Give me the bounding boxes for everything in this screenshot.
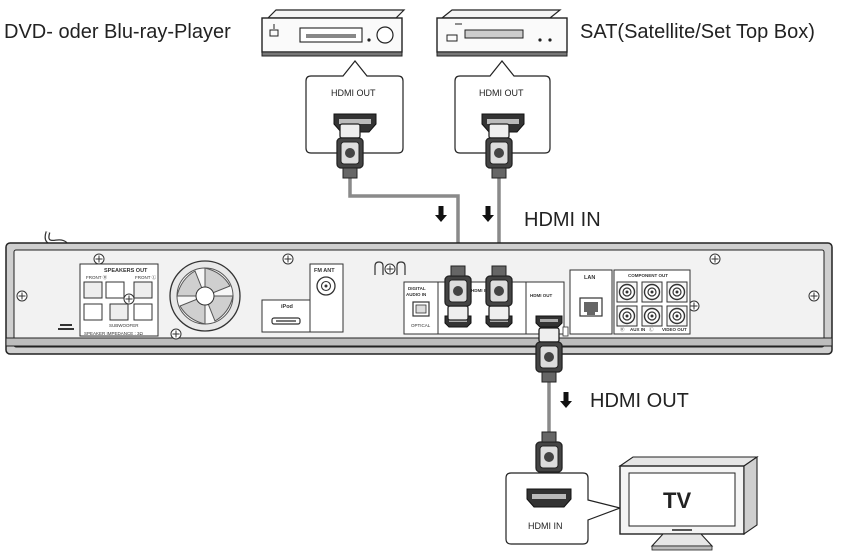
tv-hdmi-in-label: HDMI IN xyxy=(528,521,563,531)
sat-hdmi-out-label: HDMI OUT xyxy=(479,88,524,98)
cable-hooks xyxy=(374,261,406,275)
arrow-down-icon xyxy=(560,392,572,408)
svg-text:iPod: iPod xyxy=(281,304,293,310)
sat-cable-plug xyxy=(485,123,513,179)
svg-text:HDMI OUT: HDMI OUT xyxy=(530,293,552,298)
tv-hdmi-in-callout: HDMI IN xyxy=(505,472,623,545)
lan-section: LAN xyxy=(569,269,613,335)
component-out-section: COMPONENT OUT Ⓡ AUX IN Ⓛ VIDEO OUT xyxy=(613,269,691,335)
dvd-player-label: DVD- oder Blu-ray-Player xyxy=(4,21,231,43)
arrow-down-icon xyxy=(482,206,494,222)
svg-text:SPEAKER IMPEDANCE : 3Ω: SPEAKER IMPEDANCE : 3Ω xyxy=(84,331,144,336)
svg-text:OPTICAL: OPTICAL xyxy=(411,323,431,328)
svg-text:VIDEO OUT: VIDEO OUT xyxy=(662,327,687,332)
svg-text:Ⓡ: Ⓡ xyxy=(620,326,625,333)
hdmi-out-section: HDMI OUT xyxy=(525,281,569,337)
cable-dvd xyxy=(348,175,460,262)
ipod-section: iPod xyxy=(261,299,311,333)
receiver-rear-panel: SPEAKERS OUT FRONT Ⓡ FRONT Ⓛ SUBWOOFER S… xyxy=(5,231,833,355)
svg-text:DIGITAL: DIGITAL xyxy=(408,286,426,291)
tv-hdmi-port xyxy=(526,488,572,508)
svg-text:Ⓛ: Ⓛ xyxy=(649,326,654,333)
dvd-hdmi-out-label: HDMI OUT xyxy=(331,88,376,98)
tv-label: TV xyxy=(663,488,691,513)
dvd-player-device xyxy=(261,9,406,57)
dvd-cable-plug xyxy=(336,123,364,179)
sat-box-device xyxy=(436,9,568,57)
cooling-fan xyxy=(169,260,241,332)
television: TV xyxy=(618,455,759,551)
hdmi-out-port xyxy=(535,315,563,328)
arrow-down-icon xyxy=(435,206,447,222)
svg-text:SUBWOOFER: SUBWOOFER xyxy=(109,323,139,328)
svg-text:SPEAKERS OUT: SPEAKERS OUT xyxy=(104,268,148,274)
speakers-out-section: SPEAKERS OUT FRONT Ⓡ FRONT Ⓛ SUBWOOFER S… xyxy=(58,263,159,337)
digital-audio-in-section: DIGITAL AUDIO IN OPTICAL xyxy=(403,281,439,335)
hdmi-out-plug xyxy=(535,327,563,383)
svg-text:HDMI IN: HDMI IN xyxy=(471,288,488,293)
svg-text:LAN: LAN xyxy=(584,275,595,281)
svg-text:AUX IN: AUX IN xyxy=(630,327,645,332)
fm-antenna-section: FM ANT xyxy=(309,263,344,333)
svg-text:AUDIO IN: AUDIO IN xyxy=(406,292,426,297)
sat-box-label: SAT(Satellite/Set Top Box) xyxy=(580,21,815,43)
svg-text:FRONT Ⓛ: FRONT Ⓛ xyxy=(135,274,157,281)
svg-text:COMPONENT OUT: COMPONENT OUT xyxy=(628,273,668,278)
svg-text:FM ANT: FM ANT xyxy=(314,268,335,274)
hdmi-out-main-label: HDMI OUT xyxy=(590,390,689,412)
hdmi-in-main-label: HDMI IN xyxy=(524,209,601,231)
svg-text:FRONT Ⓡ: FRONT Ⓡ xyxy=(86,274,108,281)
